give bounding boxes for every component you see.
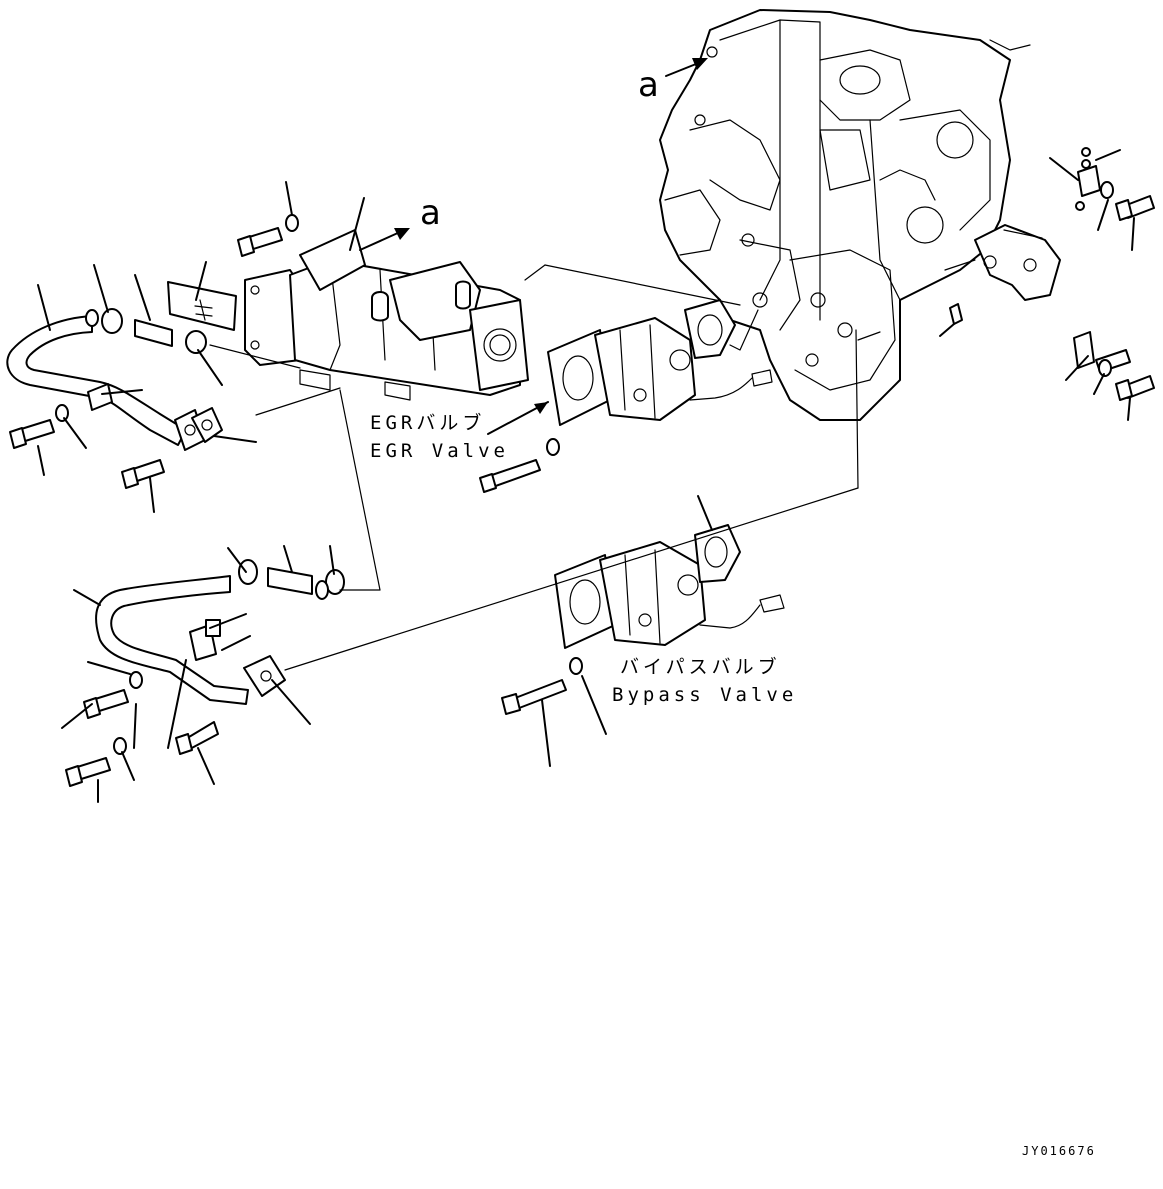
bypass-valve-label-en: Bypass Valve: [612, 684, 798, 706]
reference-mark-a-cooler: a: [420, 193, 441, 233]
drawing-id: JY016676: [1022, 1144, 1096, 1158]
bypass-valve-label-jp: バイパスバルブ: [620, 656, 781, 678]
egr-valve-bolt: [479, 438, 560, 493]
leader-lines: [37, 58, 1135, 803]
engine-block: [659, 9, 1061, 421]
reference-mark-a-engine: a: [638, 65, 659, 105]
egr-valve: [547, 299, 773, 426]
egr-valve-label-en: EGR Valve: [370, 440, 509, 462]
right-fasteners: [949, 147, 1155, 401]
lower-bypass-pipe: [95, 559, 345, 705]
egr-valve-label-jp: EGRバルブ: [370, 412, 486, 434]
bypass-valve: [554, 524, 785, 649]
upper-egr-pipe: [6, 281, 237, 451]
upper-pipe-bolts: [9, 214, 299, 489]
egr-cooler: [244, 229, 529, 401]
lower-pipe-bolts: [65, 671, 219, 787]
bypass-valve-bolt: [501, 657, 583, 715]
